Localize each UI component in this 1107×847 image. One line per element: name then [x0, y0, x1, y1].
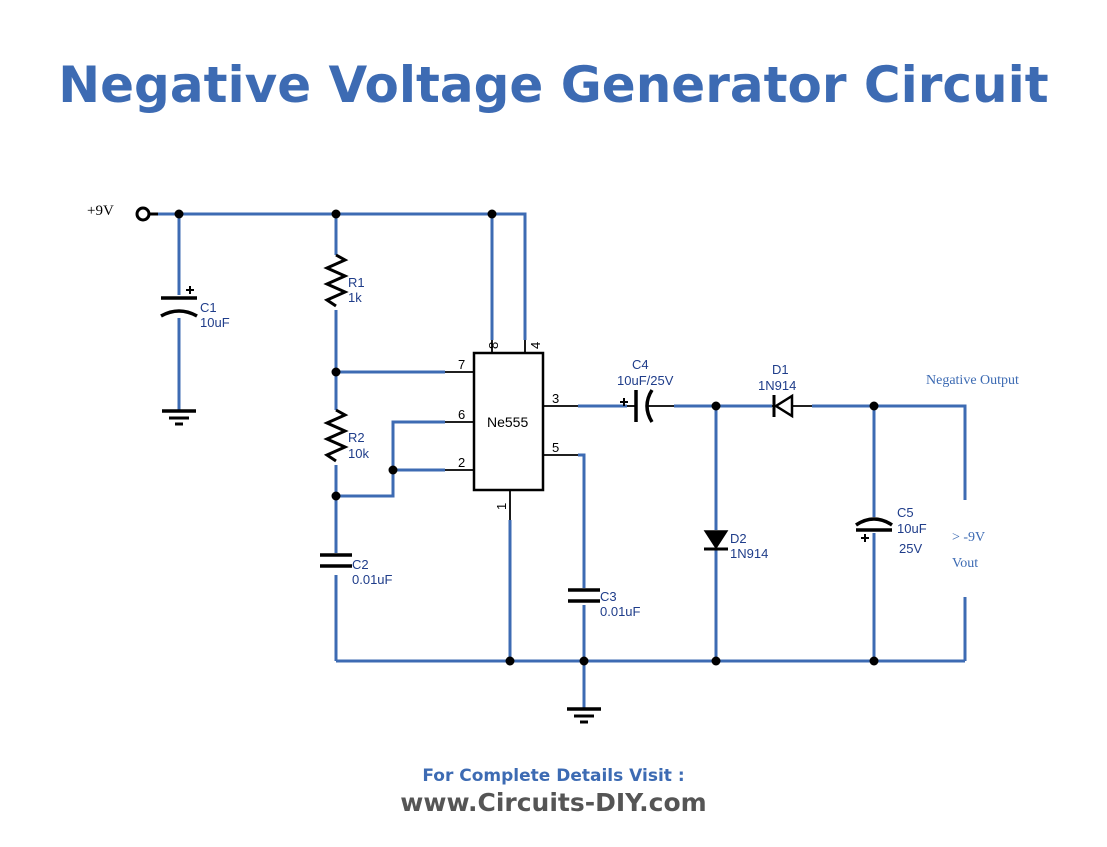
page-title: Negative Voltage Generator Circuit [58, 56, 1049, 114]
c2-ref: C2 [352, 557, 369, 572]
output-label: Negative Output [926, 373, 1019, 388]
pin6-wire [336, 420, 445, 498]
r2-resistor-symbol [323, 408, 349, 463]
ic-name: Ne555 [487, 414, 528, 430]
c4-value: 10uF/25V [617, 373, 674, 388]
c5-capacitor-symbol [855, 517, 893, 542]
d1-ref: D1 [772, 362, 789, 377]
d1-diode-symbol [772, 393, 812, 419]
c2-capacitor-symbol [320, 553, 352, 568]
pin-2-label: 2 [458, 455, 465, 470]
pin-7-label: 7 [458, 357, 465, 372]
supply-terminal [135, 206, 158, 222]
pin-4-label: 4 [528, 342, 543, 349]
c3-capacitor-symbol [568, 588, 600, 603]
output-voltage: > -9V [952, 530, 985, 545]
pin-5-label: 5 [552, 440, 559, 455]
c1-capacitor-symbol [160, 286, 198, 318]
r1-resistor-symbol [323, 253, 349, 308]
r1-value: 1k [348, 290, 362, 305]
d2-value: 1N914 [730, 546, 768, 561]
c3-value: 0.01uF [600, 604, 641, 619]
c5-ref: C5 [897, 505, 914, 520]
supply-rail-wire [150, 212, 527, 340]
ground-symbol-main [567, 707, 601, 724]
footer-url[interactable]: www.Circuits-DIY.com [400, 788, 707, 817]
r2-ref: R2 [348, 430, 365, 445]
d1-output-wire [812, 404, 967, 500]
d1-value: 1N914 [758, 378, 796, 393]
c5-value: 10uF [897, 521, 927, 536]
c4-ref: C4 [632, 357, 649, 372]
c1-value: 10uF [200, 315, 230, 330]
ground-symbol-c1 [162, 409, 196, 426]
r2-value: 10k [348, 446, 369, 461]
r1-ref: R1 [348, 275, 365, 290]
c5-rating: 25V [899, 541, 922, 556]
d2-ref: D2 [730, 531, 747, 546]
pin-6-label: 6 [458, 407, 465, 422]
c4-capacitor-symbol [620, 389, 674, 423]
pin-3-label: 3 [552, 391, 559, 406]
output-vout: Vout [952, 556, 978, 571]
c1-ref: C1 [200, 300, 217, 315]
pin5-wire [578, 453, 586, 588]
ne555-ic [445, 340, 578, 520]
junction-dots [174, 209, 879, 666]
pin-1-label: 1 [494, 503, 509, 510]
supply-label: +9V [87, 203, 114, 219]
d2-diode-symbol [703, 530, 729, 551]
c3-ref: C3 [600, 589, 617, 604]
c2-value: 0.01uF [352, 572, 393, 587]
pin-8-label: 8 [486, 342, 501, 349]
wires [150, 212, 967, 708]
footer-visit-text: For Complete Details Visit : [422, 766, 685, 786]
